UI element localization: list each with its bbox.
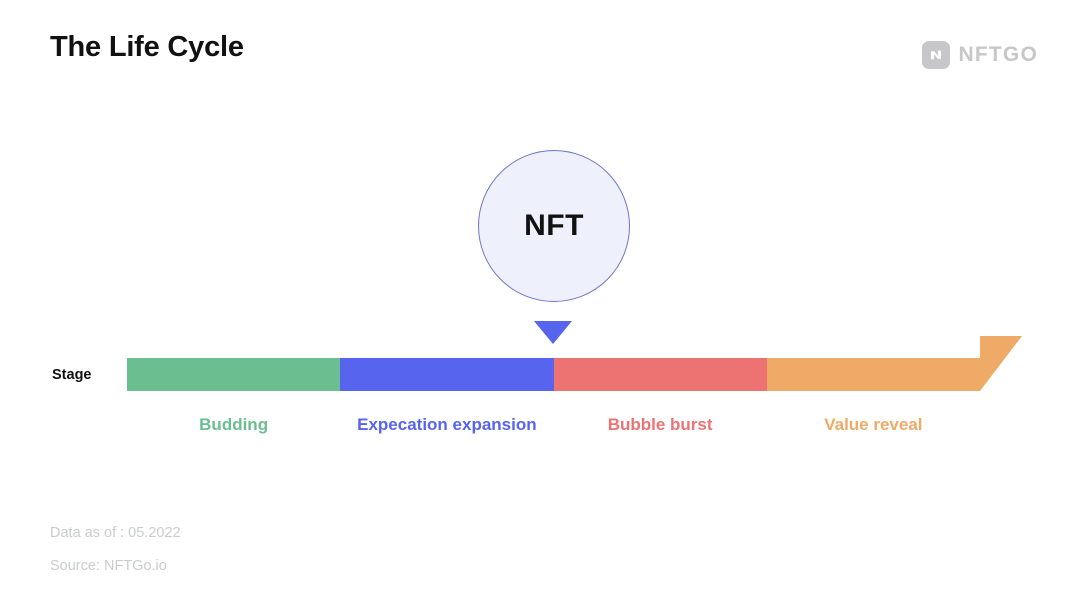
page-title: The Life Cycle [50,31,244,63]
stage-segment-budding [127,358,341,391]
nftgo-logo-icon [921,41,950,69]
footnote-data-as-of: Data as of : 05.2022 [50,525,181,541]
stage-axis-label: Stage [52,367,92,383]
nft-bubble: NFT [478,150,630,302]
stage-legend-item: Bubble burst [607,415,713,434]
stage-segment-bubble-burst [553,358,767,391]
stage-legend-item: Expecation expansion [357,415,537,434]
stage-legend-item: Value reveal [824,415,923,434]
nft-bubble-label: NFT [524,209,584,242]
triangle-down-icon [534,321,572,344]
stage-arrowhead-icon [980,336,1022,391]
stage-legend: Budding Expecation expansion Bubble burs… [127,415,980,435]
stage-legend-item: Budding [199,415,269,434]
footnote-source: Source: NFTGo.io [50,558,167,574]
stage-bar [127,358,980,391]
brand-logo: NFTGO [921,41,1039,69]
footnotes: Data as of : 05.2022 Source: NFTGo.io [50,517,181,583]
stage-segment-expecation-expansion [340,358,554,391]
stage-segment-value-reveal [766,358,980,391]
brand-name: NFTGO [958,43,1038,66]
